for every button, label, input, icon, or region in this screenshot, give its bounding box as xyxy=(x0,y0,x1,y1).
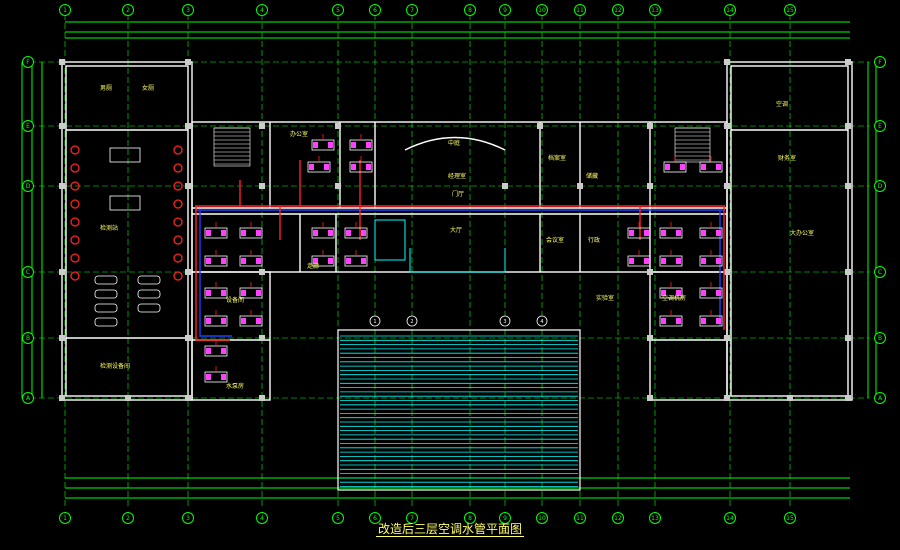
axis-bubbles: 1122334455667788991010111112121313141415… xyxy=(22,4,886,524)
column-axis-label: 11 xyxy=(576,515,584,522)
column-axis-label: 6 xyxy=(373,7,377,14)
column-axis-label: 2 xyxy=(126,515,130,522)
row-axis-label: F xyxy=(878,59,882,66)
column-axis-label: 15 xyxy=(786,7,794,14)
row-axis-label: D xyxy=(26,183,31,190)
row-axis-label: C xyxy=(26,269,30,276)
column-axis-label: 5 xyxy=(336,7,340,14)
column-axis-label: 9 xyxy=(503,515,507,522)
room-label: 经理室 xyxy=(448,172,466,180)
room-label: 财务室 xyxy=(778,154,796,162)
column-axis-label: 1 xyxy=(63,515,67,522)
column-axis-label: 13 xyxy=(651,7,659,14)
room-label: 设备间 xyxy=(226,296,244,304)
column-grid-lines xyxy=(64,14,791,508)
room-label: 实验室 xyxy=(596,294,614,302)
room-label: 会议室 xyxy=(546,236,564,244)
room-label: 档案室 xyxy=(548,154,566,162)
inner-axis-label: 2 xyxy=(410,319,413,325)
column-axis-label: 6 xyxy=(373,515,377,522)
room-labels: 男厕 女厕 办公室 空调 中庭 门厅 档案室 储藏 大办公室 会议室 行政 财务… xyxy=(100,84,814,390)
column-axis-label: 1 xyxy=(63,7,67,14)
drawing-title: 改造后三层空调水管平面图 xyxy=(0,520,900,537)
hvac-pipes xyxy=(195,160,725,341)
column-axis-label: 4 xyxy=(260,7,264,14)
room-label: 空调 xyxy=(776,100,788,108)
room-label: 大办公室 xyxy=(790,229,814,237)
room-label: 空调机房 xyxy=(662,294,686,302)
structural-columns xyxy=(59,59,851,401)
room-label: 检测站 xyxy=(100,224,118,232)
row-axis-label: B xyxy=(878,335,882,342)
dimension-lines xyxy=(21,21,877,499)
room-label: 大厅 xyxy=(450,226,462,234)
inner-axis-label: 1 xyxy=(373,319,376,325)
room-label: 男厕 xyxy=(100,85,112,92)
stairs xyxy=(213,127,711,167)
row-axis-label: E xyxy=(26,123,30,130)
row-axis-label: D xyxy=(878,183,883,190)
fan-coil-units xyxy=(204,134,723,383)
row-axis-label: A xyxy=(878,395,883,402)
room-label: 走廊 xyxy=(307,262,319,270)
column-axis-label: 10 xyxy=(538,7,546,14)
column-axis-label: 10 xyxy=(538,515,546,522)
column-axis-label: 14 xyxy=(726,7,734,14)
column-axis-label: 13 xyxy=(651,515,659,522)
room-label: 储藏 xyxy=(586,172,598,180)
column-axis-label: 11 xyxy=(576,7,584,14)
column-axis-label: 4 xyxy=(260,515,264,522)
lobby-outline xyxy=(374,219,506,273)
column-axis-label: 7 xyxy=(410,515,414,522)
column-axis-label: 5 xyxy=(336,515,340,522)
row-axis-label: E xyxy=(878,123,882,130)
row-axis-label: F xyxy=(26,59,30,66)
row-axis-label: A xyxy=(26,395,31,402)
column-axis-label: 7 xyxy=(410,7,414,14)
room-label: 门厅 xyxy=(452,190,464,198)
column-axis-label: 12 xyxy=(614,515,622,522)
room-label: 中庭 xyxy=(448,139,460,147)
room-label: 检测设备间 xyxy=(100,362,130,370)
inner-axis-label: 4 xyxy=(540,319,543,325)
atrium-hatch xyxy=(337,329,581,491)
column-axis-label: 8 xyxy=(468,7,472,14)
column-axis-label: 9 xyxy=(503,7,507,14)
room-label: 女厕 xyxy=(142,84,154,92)
inner-axis-label: 3 xyxy=(503,319,506,325)
column-axis-label: 12 xyxy=(614,7,622,14)
column-axis-label: 2 xyxy=(126,7,130,14)
drawing-title-text: 改造后三层空调水管平面图 xyxy=(375,522,524,537)
room-label: 办公室 xyxy=(290,130,308,138)
column-axis-label: 15 xyxy=(786,515,794,522)
column-axis-label: 3 xyxy=(186,7,190,14)
column-axis-label: 14 xyxy=(726,515,734,522)
row-axis-label: B xyxy=(26,335,30,342)
column-axis-label: 3 xyxy=(186,515,190,522)
row-axis-label: C xyxy=(878,269,882,276)
room-label: 行政 xyxy=(588,236,600,244)
column-axis-label: 8 xyxy=(468,515,472,522)
room-label: 水泵房 xyxy=(226,382,244,390)
left-wing-equipment xyxy=(70,145,183,327)
